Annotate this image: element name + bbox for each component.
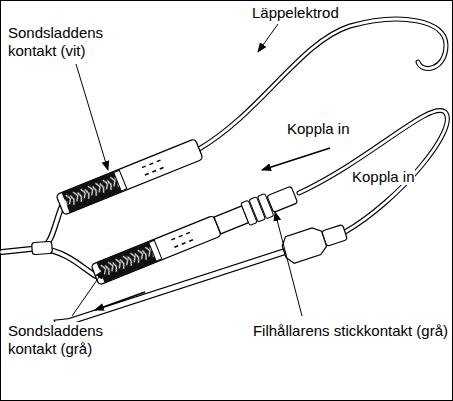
part-label: Läppelektrod bbox=[252, 4, 339, 21]
cables bbox=[2, 19, 447, 276]
part-label-box: Läppelektrod bbox=[252, 4, 442, 22]
part-label-box: Sondsladdens kontakt (grå) bbox=[8, 322, 148, 358]
leader-lines bbox=[72, 24, 302, 316]
part-label: Koppla in bbox=[287, 120, 350, 137]
part-label-box: Koppla in bbox=[352, 168, 447, 186]
part-label-box: Sondsladdens kontakt (vit) bbox=[8, 24, 148, 60]
part-label: Sondsladdens kontakt (vit) bbox=[8, 24, 103, 59]
part-label: Koppla in bbox=[352, 168, 415, 185]
part-label: Sondsladdens kontakt (grå) bbox=[8, 322, 103, 357]
white-connector bbox=[56, 139, 203, 216]
part-label-box: Koppla in bbox=[287, 120, 397, 138]
part-label: Filhållarens stickkontakt (grå) bbox=[253, 322, 448, 339]
cable-sleeve bbox=[32, 241, 53, 254]
part-label-box: Filhållarens stickkontakt (grå) bbox=[236, 322, 448, 340]
connect-arrows bbox=[95, 148, 330, 310]
grey-connector bbox=[91, 183, 299, 286]
